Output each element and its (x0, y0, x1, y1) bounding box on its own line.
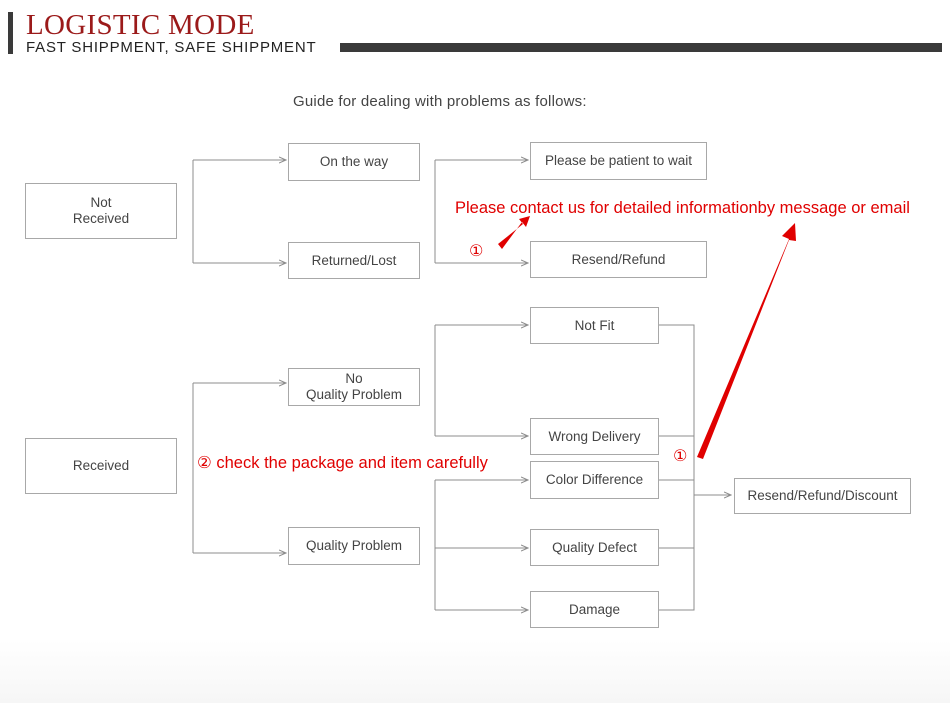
guide-heading: Guide for dealing with problems as follo… (293, 93, 587, 110)
box-not-received: Not Received (25, 183, 177, 239)
header-divider (340, 43, 942, 52)
merge-bracket (659, 324, 695, 611)
box-color-difference: Color Difference (530, 461, 659, 499)
contact-us-annotation: Please contact us for detailed informati… (455, 199, 910, 217)
box-received: Received (25, 438, 177, 494)
red-arrow-long (697, 223, 796, 459)
box-wrong-delivery: Wrong Delivery (530, 418, 659, 455)
box-resend-refund: Resend/Refund (530, 241, 707, 278)
red-arrow-short (498, 216, 530, 249)
page-subtitle: FAST SHIPPMENT, SAFE SHIPPMENT (26, 39, 317, 56)
box-resend-refund-discount: Resend/Refund/Discount (734, 478, 911, 514)
step-marker-1b: ① (673, 446, 688, 465)
header-accent-bar (8, 12, 13, 54)
box-quality-problem: Quality Problem (288, 527, 420, 565)
page-title: LOGISTIC MODE (26, 9, 255, 41)
box-please-wait: Please be patient to wait (530, 142, 707, 180)
box-quality-defect: Quality Defect (530, 529, 659, 566)
box-no-quality-problem: No Quality Problem (288, 368, 420, 406)
bottom-shadow (0, 640, 950, 703)
box-damage: Damage (530, 591, 659, 628)
check-package-annotation: ② check the package and item carefully (197, 454, 488, 472)
box-not-fit: Not Fit (530, 307, 659, 344)
box-returned-lost: Returned/Lost (288, 242, 420, 279)
box-on-the-way: On the way (288, 143, 420, 181)
step-marker-1a: ① (469, 241, 484, 260)
